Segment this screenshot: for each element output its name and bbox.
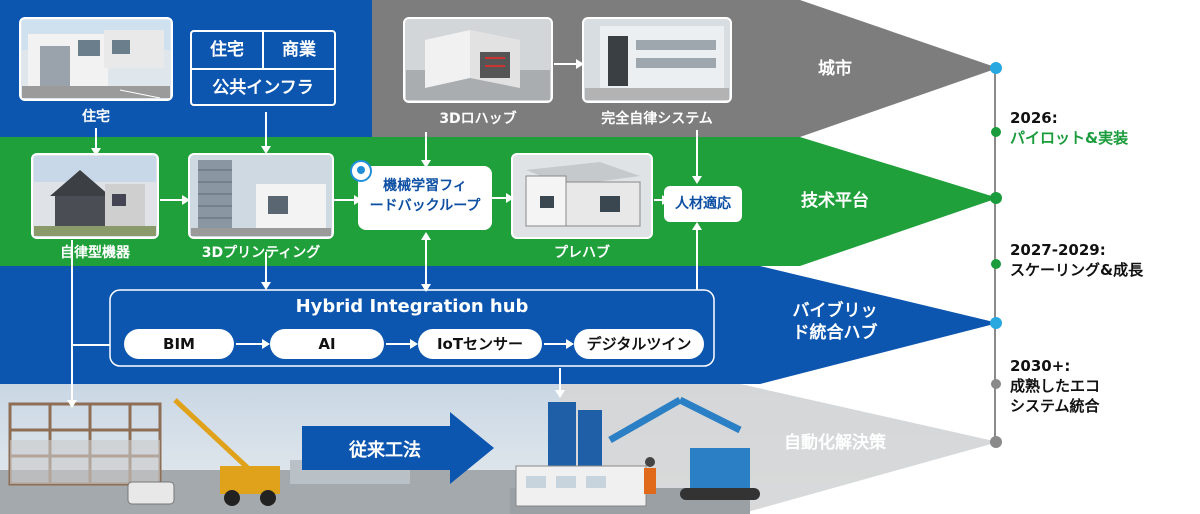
timeline-2030-desc2: システム統合 (1010, 397, 1100, 415)
autonomous-system-caption: 完全自律システム (601, 111, 713, 127)
timeline-dot-2030 (991, 379, 1001, 389)
construction-scene (0, 398, 560, 514)
automation-band-right (560, 384, 998, 514)
city-band-label: 城市 (818, 59, 852, 79)
hub-3d-photo (403, 17, 553, 103)
housing-caption: 住宅 (82, 109, 110, 125)
autonomous-system-photo (582, 17, 732, 103)
hybrid-band-label-line2: ド統合ハブ (792, 323, 878, 343)
ml-feedback-line2: ードバックループ (369, 198, 481, 214)
pill-bim: BIM (124, 329, 234, 359)
timeline-dot-2026 (991, 127, 1001, 137)
timeline-dot-hub (990, 317, 1002, 329)
hub-3d-caption: 3Dロハッブ (439, 111, 517, 127)
timeline-dot-tech (990, 192, 1002, 204)
ml-feedback-line1: 機械学習フィ (383, 178, 467, 194)
timeline-2026-year: 2026: (1010, 109, 1058, 127)
automation-band-label: 自動化解決策 (784, 433, 886, 453)
timeline-2027-desc: スケーリング&成長 (1010, 261, 1144, 279)
timeline-item-2027: 2027-2029: スケーリング&成長 (1010, 240, 1143, 280)
flow-arrows (71, 63, 698, 402)
timeline-dot-city (990, 62, 1002, 74)
autonomous-equipment-caption: 自律型機器 (60, 245, 130, 261)
prefab-caption: プレハブ (554, 245, 610, 261)
pill-digital-twin: デジタルツイン (574, 329, 704, 359)
hybrid-band-label: バイブリッ ド統合ハブ (770, 300, 900, 344)
category-commercial: 商業 (282, 40, 316, 60)
category-box: 住宅 商業 公共インフラ (190, 30, 336, 106)
hybrid-band (0, 266, 998, 384)
prefab-photo (511, 153, 653, 239)
pill-iot-sensor: IoTセンサー (418, 329, 542, 359)
timeline-2027-year: 2027-2029: (1010, 241, 1106, 259)
timeline-2030-year: 2030+: (1010, 357, 1071, 375)
autonomous-equipment-photo (31, 153, 159, 239)
traditional-method-arrow (302, 412, 494, 484)
hybrid-band-label-line1: バイブリッ (792, 301, 878, 321)
arrow-heads (67, 59, 702, 408)
hub-outline (109, 289, 715, 367)
house-photo (19, 17, 173, 101)
hub-title: Hybrid Integration hub (295, 296, 529, 317)
timeline-2030-desc1: 成熟したエコ (1010, 377, 1101, 395)
ml-feedback-box: 機械学習フィ ードバックループ (358, 166, 492, 230)
automation-equipment-scene (510, 396, 760, 514)
pill-ai: AI (270, 329, 384, 359)
3d-printing-caption: 3Dプリンティング (201, 245, 321, 261)
timeline-2026-desc: パイロット&実装 (1010, 129, 1129, 147)
timeline-item-2026: 2026: パイロット&実装 (1010, 108, 1128, 148)
category-public-infra: 公共インフラ (212, 78, 314, 98)
timeline-dot-automation (990, 436, 1002, 448)
traditional-method-label: 従来工法 (349, 440, 421, 461)
ml-badge-icon (350, 160, 372, 182)
tech-band-label: 技术平台 (801, 191, 869, 211)
category-housing: 住宅 (192, 32, 264, 68)
3d-printing-photo (188, 153, 334, 239)
timeline-dot-2027 (991, 259, 1001, 269)
talent-adaptation-box: 人材適応 (664, 186, 742, 222)
timeline-item-2030: 2030+: 成熟したエコ システム統合 (1010, 356, 1100, 416)
